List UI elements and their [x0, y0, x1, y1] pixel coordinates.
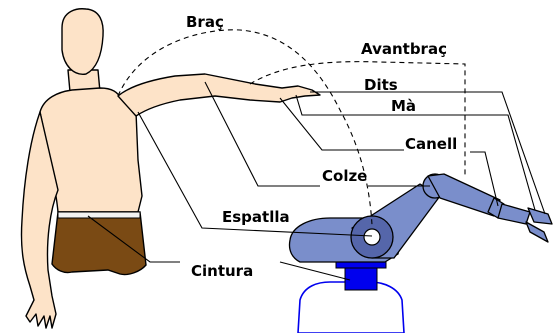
arm-dashed-curve — [118, 30, 372, 225]
label-fingers: Dits — [364, 76, 398, 94]
robot-arm — [289, 174, 552, 333]
label-elbow: Colze — [322, 167, 367, 185]
label-arm: Braç — [186, 13, 224, 31]
robot-shoulder-hub — [364, 229, 380, 245]
human-head — [62, 9, 103, 74]
label-shoulder: Espatlla — [222, 208, 290, 226]
forearm-dashed-bracket — [250, 62, 465, 176]
label-waist: Cintura — [191, 262, 253, 280]
label-forearm: Avantbraç — [361, 40, 447, 58]
label-wrist: Canell — [405, 135, 457, 153]
human-trousers — [52, 212, 146, 275]
label-hand: Mà — [391, 97, 416, 115]
human-figure — [21, 9, 320, 328]
robot-finger-lower — [526, 222, 548, 242]
robot-finger-upper — [528, 208, 552, 224]
human-belt — [58, 212, 140, 218]
wrist-leader — [280, 98, 404, 150]
robot-hand — [498, 204, 530, 224]
